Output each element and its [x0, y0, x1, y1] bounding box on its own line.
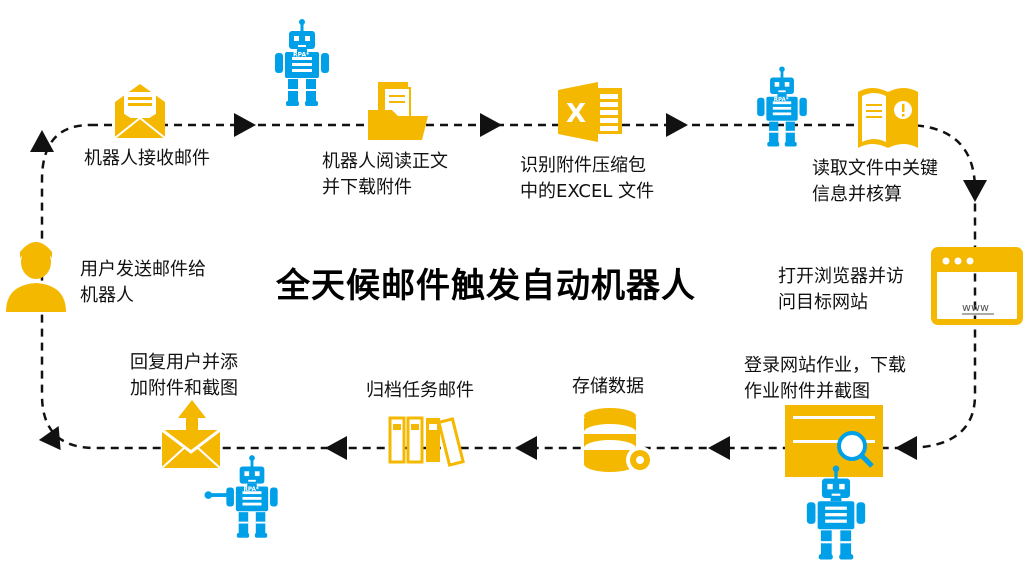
robot-icon-bottom-right — [806, 465, 866, 560]
svg-text:X: X — [566, 99, 586, 129]
svg-text:RPA*: RPA* — [293, 52, 310, 59]
arrow-left-1 — [895, 436, 917, 460]
step-read-download-label: 机器人阅读正文并下载附件 — [322, 151, 448, 198]
arrow-up-left — [30, 130, 54, 152]
www-caption: www — [962, 301, 989, 314]
step-receive-email-label: 机器人接收邮件 — [84, 148, 210, 169]
step-open-browser-label: 打开浏览器并访问目标网站 — [778, 266, 904, 313]
step-reply-user-label: 回复用户并添加附件和截图 — [130, 352, 238, 399]
open-book-icon — [858, 88, 918, 148]
arrow-right-1 — [234, 113, 256, 137]
folder-documents-icon — [368, 82, 428, 140]
svg-text:RPA*: RPA* — [774, 97, 789, 103]
arrow-down-left — [38, 426, 61, 451]
diagram-title: 全天候邮件触发自动机器人 — [276, 266, 696, 306]
step-user-send-label: 用户发送邮件给机器人 — [80, 259, 206, 306]
robot-icon-bottom-left: RPA* — [204, 455, 278, 538]
website-screenshot-icon — [785, 405, 883, 477]
step-read-calculate-label: 读取文件中关键信息并核算 — [812, 158, 938, 205]
arrow-left-4 — [325, 436, 347, 460]
envelope-open-icon — [114, 84, 166, 139]
step-identify-excel-label: 识别附件压缩包中的EXCEL 文件 — [520, 155, 655, 202]
arrow-down-right — [963, 180, 987, 202]
user-icon — [6, 242, 66, 312]
step-archive-email-label: 归档任务邮件 — [366, 380, 474, 401]
step-store-data-label: 存储数据 — [572, 376, 644, 397]
svg-text:RPA*: RPA* — [243, 487, 258, 493]
step-login-download-label: 登录网站作业，下载作业附件并截图 — [744, 355, 906, 402]
database-gear-icon — [584, 408, 654, 474]
envelope-reply-icon — [161, 400, 221, 469]
arrow-right-3 — [666, 113, 688, 137]
archive-binders-icon — [388, 416, 465, 467]
arrow-left-2 — [708, 436, 730, 460]
robot-icon-top-left: RPA* — [275, 19, 329, 106]
robot-icon-top-right: RPA* — [757, 66, 807, 147]
excel-icon: X — [558, 82, 622, 142]
browser-window-icon: www — [931, 247, 1023, 325]
arrow-left-3 — [515, 436, 537, 460]
arrow-right-2 — [480, 113, 502, 137]
